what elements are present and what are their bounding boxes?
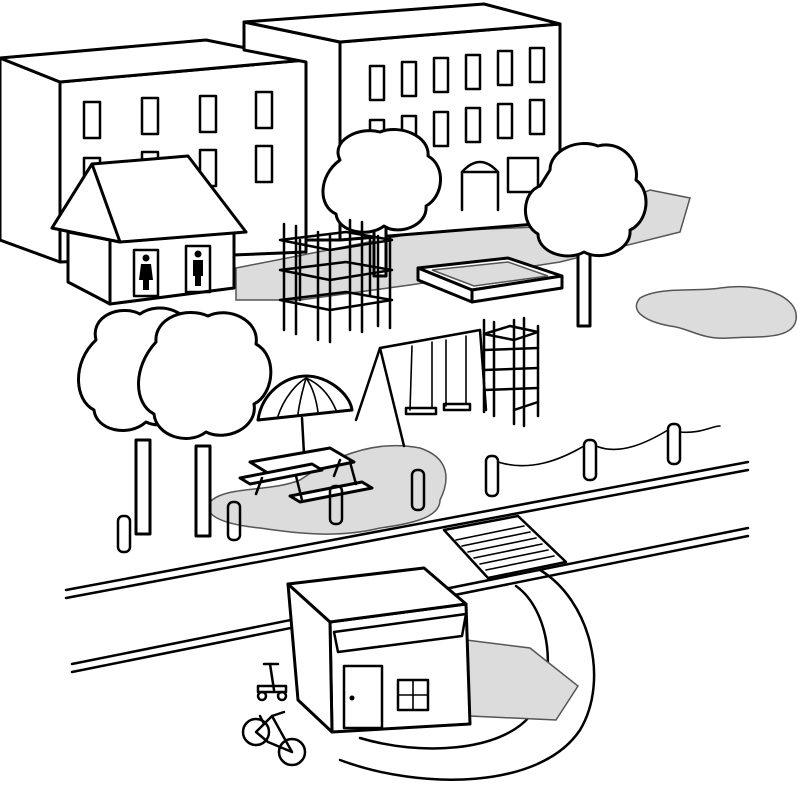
tree-right-back	[524, 142, 648, 328]
restroom-building	[50, 154, 248, 306]
climbing-frame	[278, 218, 394, 344]
sandbox	[416, 256, 564, 304]
crosswalk	[442, 514, 568, 580]
slide-tower	[482, 316, 540, 428]
bollards	[116, 422, 721, 554]
kiosk-building	[286, 566, 472, 734]
puddle-right	[635, 285, 797, 339]
kiosk-shadow	[465, 639, 580, 721]
male-restroom-icon	[193, 250, 203, 286]
swing-set	[354, 328, 488, 448]
kick-scooter	[256, 662, 288, 702]
umbrella	[256, 374, 354, 456]
tree-center-front	[137, 311, 273, 538]
walkway-curve	[338, 568, 596, 781]
bicycle	[241, 710, 307, 767]
tree-center-back	[321, 128, 442, 278]
female-restroom-icon	[139, 254, 153, 290]
